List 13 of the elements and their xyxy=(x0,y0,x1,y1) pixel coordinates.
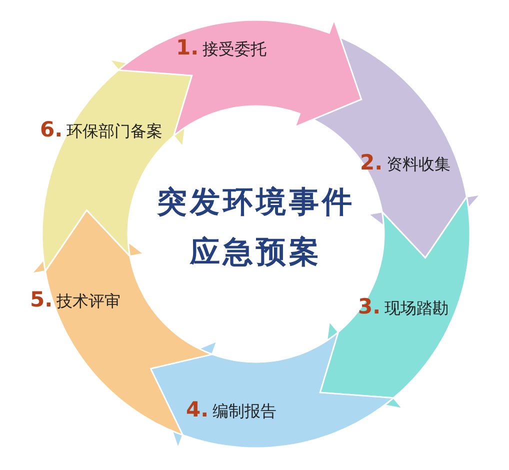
step-number: 1. xyxy=(176,36,199,60)
step-number: 3. xyxy=(358,294,381,318)
step-label: 现场踏勘 xyxy=(384,298,449,320)
step-label: 接受委托 xyxy=(202,40,267,60)
step-label: 资料收集 xyxy=(386,154,451,176)
step-label: 技术评审 xyxy=(56,292,121,312)
step-label: 编制报告 xyxy=(212,402,277,422)
step-number: 5. xyxy=(30,288,53,312)
center-title: 突发环境事件应急预案 xyxy=(156,184,356,272)
step-number: 4. xyxy=(186,398,209,422)
step-number: 2. xyxy=(360,150,383,174)
step-number: 6. xyxy=(40,118,63,142)
step-label: 环保部门备案 xyxy=(66,122,163,142)
